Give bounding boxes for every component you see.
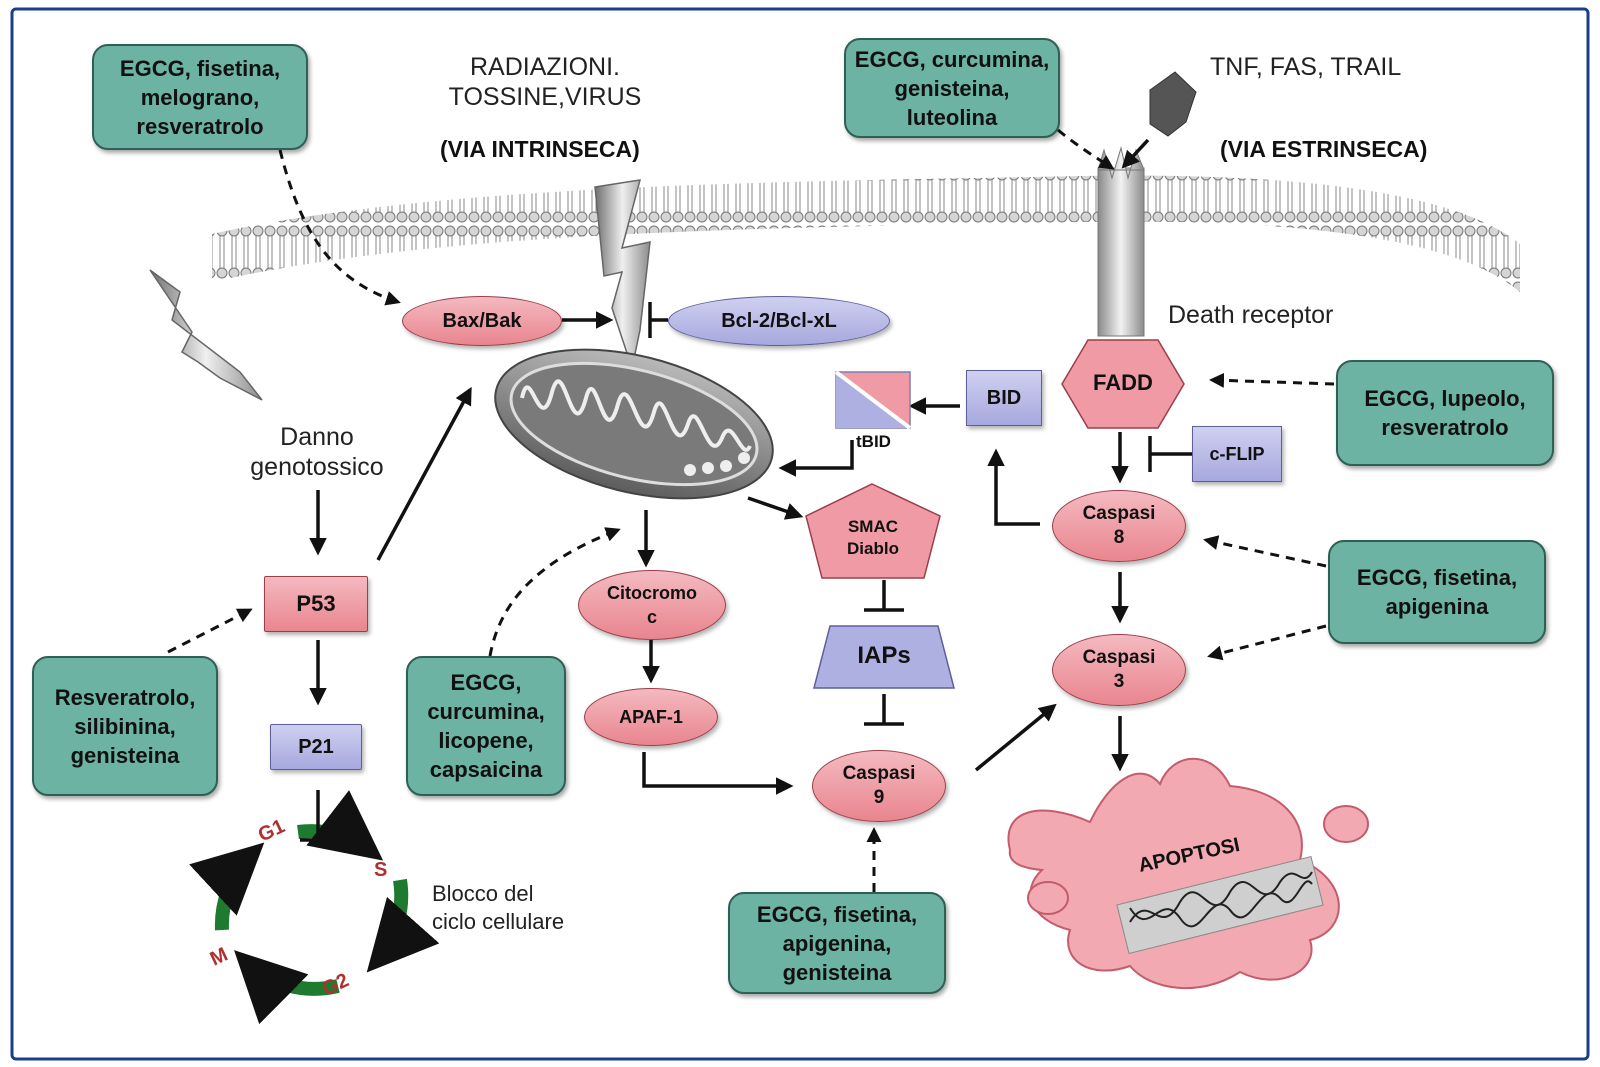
node-fadd-label: FADD <box>1093 370 1153 395</box>
compound-box-bax: EGCG, fisetina, melograno, resveratrolo <box>92 44 308 150</box>
genotoxic-damage-label: Danno genotossico <box>250 423 384 481</box>
tbid-icon <box>834 370 912 430</box>
node-iaps-label: IAPs <box>857 642 911 669</box>
death-receptor-label: Death receptor <box>1168 301 1334 329</box>
compound-box-caspase9: EGCG, fisetina, apigenina, genisteina <box>728 892 946 994</box>
node-cflip: c-FLIP <box>1192 426 1282 482</box>
compound-box-mitochondria: EGCG, curcumina, licopene, capsaicina <box>406 656 566 796</box>
pathway-arrows <box>309 138 1150 795</box>
iaps-shape <box>813 625 955 689</box>
cycle-label-g1: G1 <box>255 815 288 846</box>
node-p53: P53 <box>264 576 368 632</box>
compound-box-caspases: EGCG, fisetina, apigenina <box>1328 540 1546 644</box>
node-caspase-9: Caspasi 9 <box>812 750 946 822</box>
via-intrinseca-label: (VIA INTRINSECA) <box>440 136 640 162</box>
node-bcl2: Bcl-2/Bcl-xL <box>668 296 890 346</box>
outer-frame <box>10 7 1590 1061</box>
compound-box-receptor: EGCG, curcumina, genisteina, luteolina <box>844 38 1060 138</box>
cell-cycle-block-label: Blocco del ciclo cellulare <box>432 881 565 934</box>
node-caspase-8: Caspasi 8 <box>1052 490 1186 562</box>
tnf-label: TNF, FAS, TRAIL <box>1210 53 1402 81</box>
node-apaf1: APAF-1 <box>584 688 718 746</box>
fadd-shape <box>1061 339 1185 429</box>
apoptotic-cell <box>1007 757 1369 990</box>
cell-cycle-diagram <box>189 790 440 1025</box>
node-bax-bak: Bax/Bak <box>402 296 562 346</box>
via-estrinseca-label: (VIA ESTRINSECA) <box>1220 136 1428 162</box>
compound-dashed-arrows <box>167 128 1335 892</box>
mitochondrion-icon <box>494 348 774 500</box>
cycle-label-g2: G2 <box>319 969 352 1000</box>
ligand-icon <box>1149 71 1197 137</box>
node-citocromo-c: Citocromo c <box>578 570 726 640</box>
node-smac-label: SMAC Diablo <box>847 517 899 558</box>
cycle-label-s: S <box>374 859 387 881</box>
radiation-label: RADIAZIONI. TOSSINE,VIRUS <box>448 53 642 111</box>
node-bid: BID <box>966 370 1042 426</box>
node-p21: P21 <box>270 724 362 770</box>
lightning-bolt-icon <box>594 179 651 371</box>
node-tbid-label: tBID <box>856 432 891 451</box>
cycle-label-m: M <box>207 944 231 971</box>
lightning-bolt-icon <box>149 269 263 401</box>
death-receptor-icon <box>1097 146 1145 337</box>
node-caspase-3: Caspasi 3 <box>1052 634 1186 706</box>
cell-membrane <box>212 175 1520 292</box>
compound-box-p53: Resveratrolo, silibinina, genisteina <box>32 656 218 796</box>
compound-box-fadd: EGCG, lupeolo, resveratrolo <box>1336 360 1554 466</box>
inhibition-lines <box>300 302 1192 842</box>
smac-shape <box>805 483 941 579</box>
